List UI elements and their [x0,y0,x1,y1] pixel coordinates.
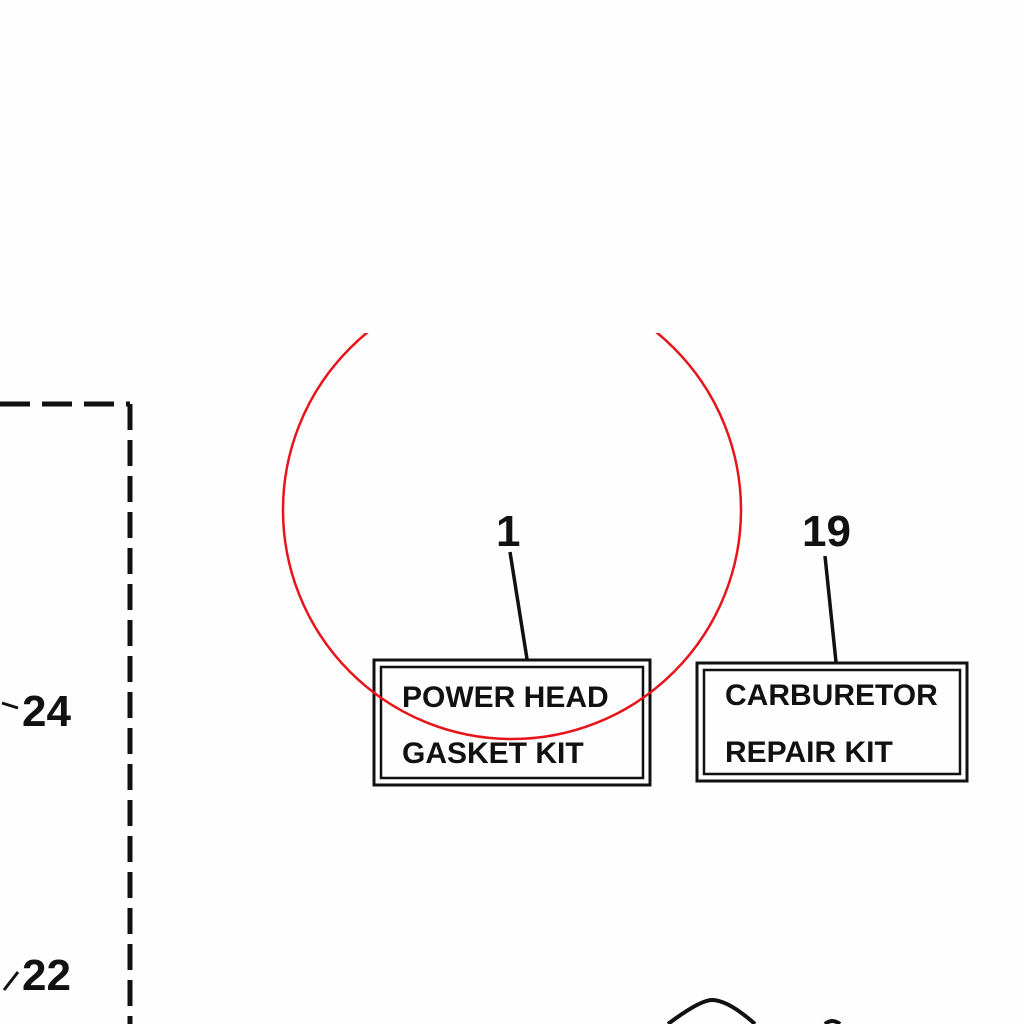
part-outline-fragment [666,997,842,1024]
diagram-label: CARBURETOR [725,679,938,712]
label-box-outer [695,661,969,783]
diagram-label: 1 [496,507,520,556]
diagram-label: GASKET KIT [402,737,584,770]
diagram-label: 22 [22,951,71,1000]
diagram-label: 24 [22,687,71,736]
label-box-inner [702,668,962,776]
highlight-circle [281,333,743,741]
dashed-assembly-outline [0,401,133,1024]
label-box-inner [379,665,645,780]
diagram-label: REPAIR KIT [725,736,893,769]
leader-line [823,555,838,663]
callout-power-head-gasket-kit: 1 POWER HEAD GASKET KIT [372,507,652,787]
callout-carburetor-repair-kit: 19 CARBURETOR REPAIR KIT [695,507,969,783]
diagram-label: POWER HEAD [402,681,609,714]
leader-line [508,551,529,660]
part-number-22: 22 [2,951,71,1000]
label-box-outer [372,658,652,787]
diagram-label: 19 [802,507,851,556]
part-number-24: 24 [1,687,71,736]
